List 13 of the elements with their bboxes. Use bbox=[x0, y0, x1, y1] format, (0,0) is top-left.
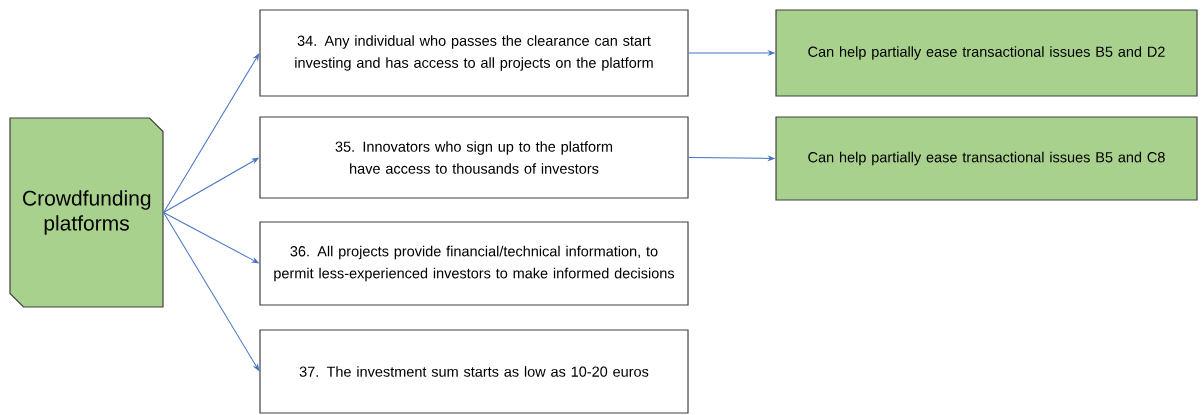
statement-box: 34. Any individual who passes the clearance can start investing and has access to all projects on the platform bbox=[259, 9, 689, 97]
statement-box: 36. All projects provide financial/technical information, to permit less-experienced investors to make informed decisions bbox=[259, 221, 689, 306]
arrow bbox=[688, 50, 775, 56]
arrow bbox=[163, 157, 259, 213]
arrow bbox=[163, 212, 260, 371]
arrow bbox=[163, 53, 260, 213]
main-box: Crowdfunding platforms bbox=[9, 117, 164, 308]
statement-box: 35. Innovators who sign up to the platform have access to thousands of investors bbox=[259, 116, 689, 199]
statement-box: 37. The investment sum starts as low as 10-20 euros bbox=[259, 329, 689, 414]
arrow bbox=[163, 212, 259, 264]
outcome-box: Can help partially ease transactional issues B5 and C8 bbox=[775, 116, 1198, 201]
arrow bbox=[688, 156, 775, 161]
outcome-box: Can help partially ease transactional issues B5 and D2 bbox=[775, 9, 1198, 97]
